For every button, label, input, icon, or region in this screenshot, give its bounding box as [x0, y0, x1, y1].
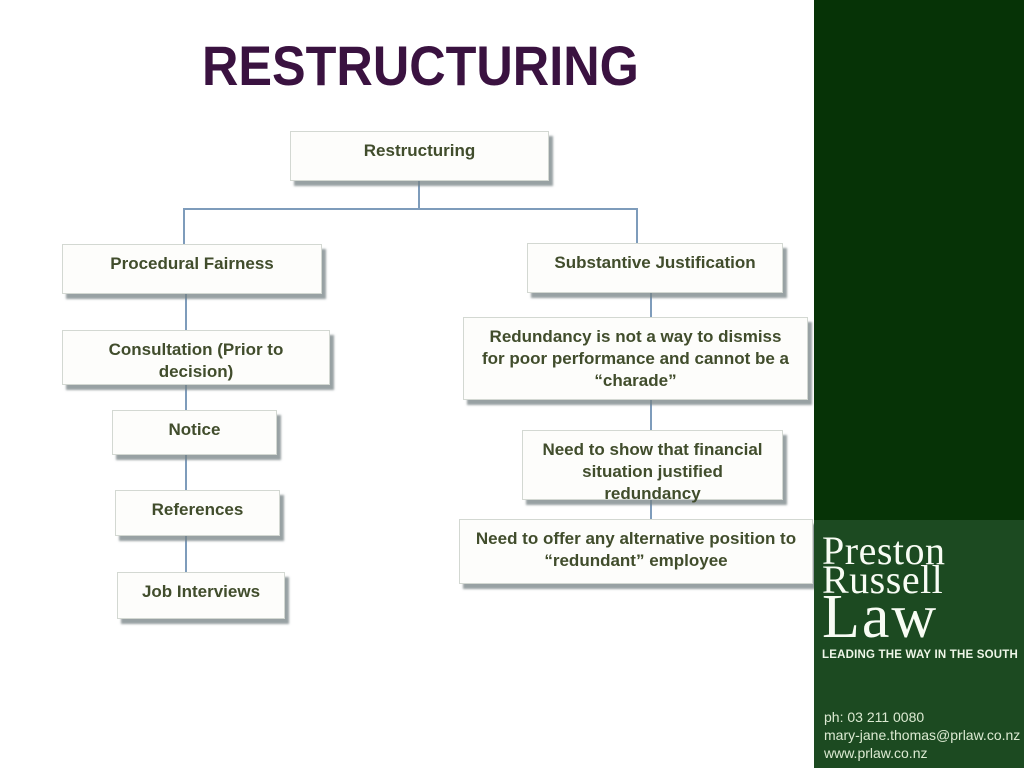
node-substantive-justification: Substantive Justification [527, 243, 783, 293]
node-financial-justification: Need to show that financial situation ju… [522, 430, 783, 503]
connector-branch-split [183, 208, 637, 210]
node-text: Need to show that financial [542, 440, 763, 459]
connector-notice-references [185, 455, 187, 491]
brand-sidebar: Preston Russell Law LEADING THE WAY IN T… [814, 0, 1024, 768]
slide-title: RESTRUCTURING [202, 36, 687, 96]
slide-title-text: RESTRUCTURING [202, 34, 639, 97]
firm-logo-block: Preston Russell Law LEADING THE WAY IN T… [814, 520, 1024, 768]
node-consultation: Consultation (Prior to decision) [62, 330, 330, 385]
contact-block: ph: 03 211 0080 mary-jane.thomas@prlaw.c… [824, 708, 1020, 762]
node-text: Need to offer any alternative position t… [475, 529, 797, 548]
connector-root-stem [418, 181, 420, 209]
node-text: Consultation (Prior to [108, 340, 284, 359]
node-text: Notice [168, 420, 221, 439]
connector-references-jobinterviews [185, 536, 187, 573]
connector-procedural-consultation [185, 294, 187, 331]
node-text: situation justified [582, 462, 723, 481]
connector-left-branch-drop [183, 208, 185, 245]
logo-line-russell: Russell [822, 557, 944, 602]
node-text: References [151, 500, 244, 519]
node-text: “charade” [594, 371, 677, 390]
connector-right-branch-drop [636, 208, 638, 244]
contact-website: www.prlaw.co.nz [824, 745, 928, 761]
connector-substantive-redundancy [650, 293, 652, 318]
node-text: “redundant” employee [544, 551, 728, 570]
node-restructuring: Restructuring [290, 131, 549, 181]
connector-consultation-notice [185, 385, 187, 411]
node-redundancy-not-charade: Redundancy is not a way to dismiss for p… [463, 317, 808, 400]
node-alternative-position: Need to offer any alternative position t… [459, 519, 813, 584]
contact-phone: ph: 03 211 0080 [824, 709, 925, 725]
node-job-interviews: Job Interviews [117, 572, 285, 619]
node-text: Redundancy is not a way to dismiss [489, 327, 782, 346]
logo-line-preston: Preston [822, 528, 946, 573]
node-text: decision) [158, 362, 234, 381]
connector-financial-alternative [650, 500, 652, 520]
contact-email: mary-jane.thomas@prlaw.co.nz [824, 727, 1021, 743]
logo-tagline: LEADING THE WAY IN THE SOUTH [822, 649, 1019, 661]
node-text: Procedural Fairness [110, 254, 274, 273]
node-text: Restructuring [363, 141, 476, 160]
node-notice: Notice [112, 410, 277, 455]
node-procedural-fairness: Procedural Fairness [62, 244, 322, 294]
node-text: redundancy [604, 484, 701, 503]
node-text: Job Interviews [141, 582, 261, 601]
node-text: Substantive Justification [554, 253, 756, 272]
node-text: for poor performance and cannot be a [482, 349, 789, 368]
node-references: References [115, 490, 280, 536]
logo-line-law: Law [822, 583, 939, 651]
connector-redundancy-financial [650, 400, 652, 431]
